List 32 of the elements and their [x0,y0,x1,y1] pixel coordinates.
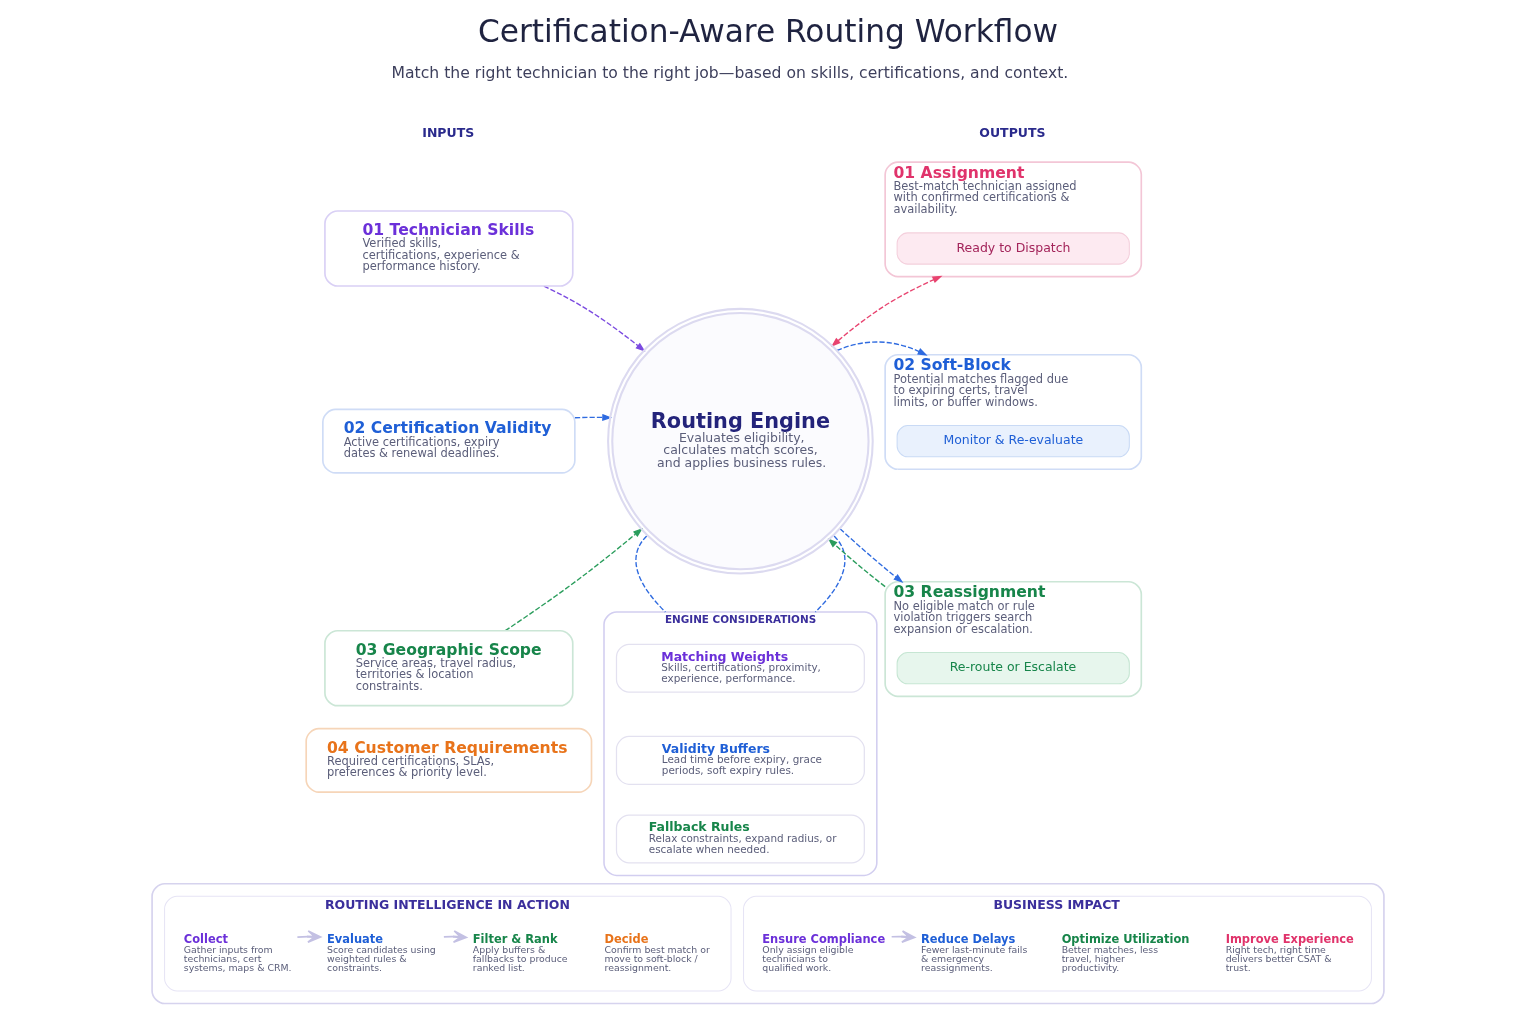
node-text: Improve Experience Right tech, right time delivers better CSAT & trust. [1225,931,1354,973]
node-text: Collect Gather inputs from technicians, cert systems, maps & CRM. [183,931,292,973]
node-text: Evaluate Score candidates using weighted rules & constraints. [327,931,436,973]
arrow [296,929,322,943]
diagram-title: Certification-Aware Routing Workflow [477,12,1059,49]
label: Match the right technician to the right job—based on skills, certifications, and context. [391,63,1069,82]
arrow [830,275,943,347]
node-box: Monitor & Re-evaluate [896,424,1130,457]
node-text: Decide Confirm best match or move to soft-block / reassignment. [604,931,710,973]
node-box: Fallback Rules Relax constraints, expand radius, or escalate when needed. [615,813,865,864]
arrow [574,413,613,421]
node-box: Validity Buffers Lead time before expiry, grace periods, soft expiry rules. [615,735,865,785]
node-box: 01 Technician Skills Verified skills, certifications, experience & performance history. [324,209,574,287]
arrow [827,537,886,587]
label: INPUTS [422,124,475,140]
node-box: Re-route or Escalate [896,651,1130,684]
node-text: Filter & Rank Apply buffers & fallbacks to produce ranked list. [472,931,568,973]
node-box: Matching Weights Skills, certifications, proximity, experience, performance. [615,643,865,693]
node-text: Reduce Delays Fewer last-minute fails & emergency reassignments. [921,931,1028,973]
label: OUTPUTS [979,124,1046,140]
node-text: Optimize Utilization Better matches, less travel, higher productivity. [1061,931,1190,973]
node-box: Ready to Dispatch [896,231,1130,265]
node-text: Ensure Compliance Only assign eligible technicians to qualified work. [762,931,886,973]
connector [635,534,667,613]
connector [814,534,846,613]
node-circle: Routing Engine Evaluates eligibility, calculates match scores, and applies business rules. [607,307,874,574]
cluster [151,882,1385,1004]
arrow [836,340,928,356]
node-box: 03 Geographic Scope Service areas, travel radius, territories & location constraints. [324,629,574,707]
node-box: 04 Customer Requirements Required certifications, SLAs, preferences & priority level. [305,727,593,793]
arrow [839,527,904,583]
node-box: 02 Certification Validity Active certifications, expiry dates & renewal deadlines. [322,408,576,474]
